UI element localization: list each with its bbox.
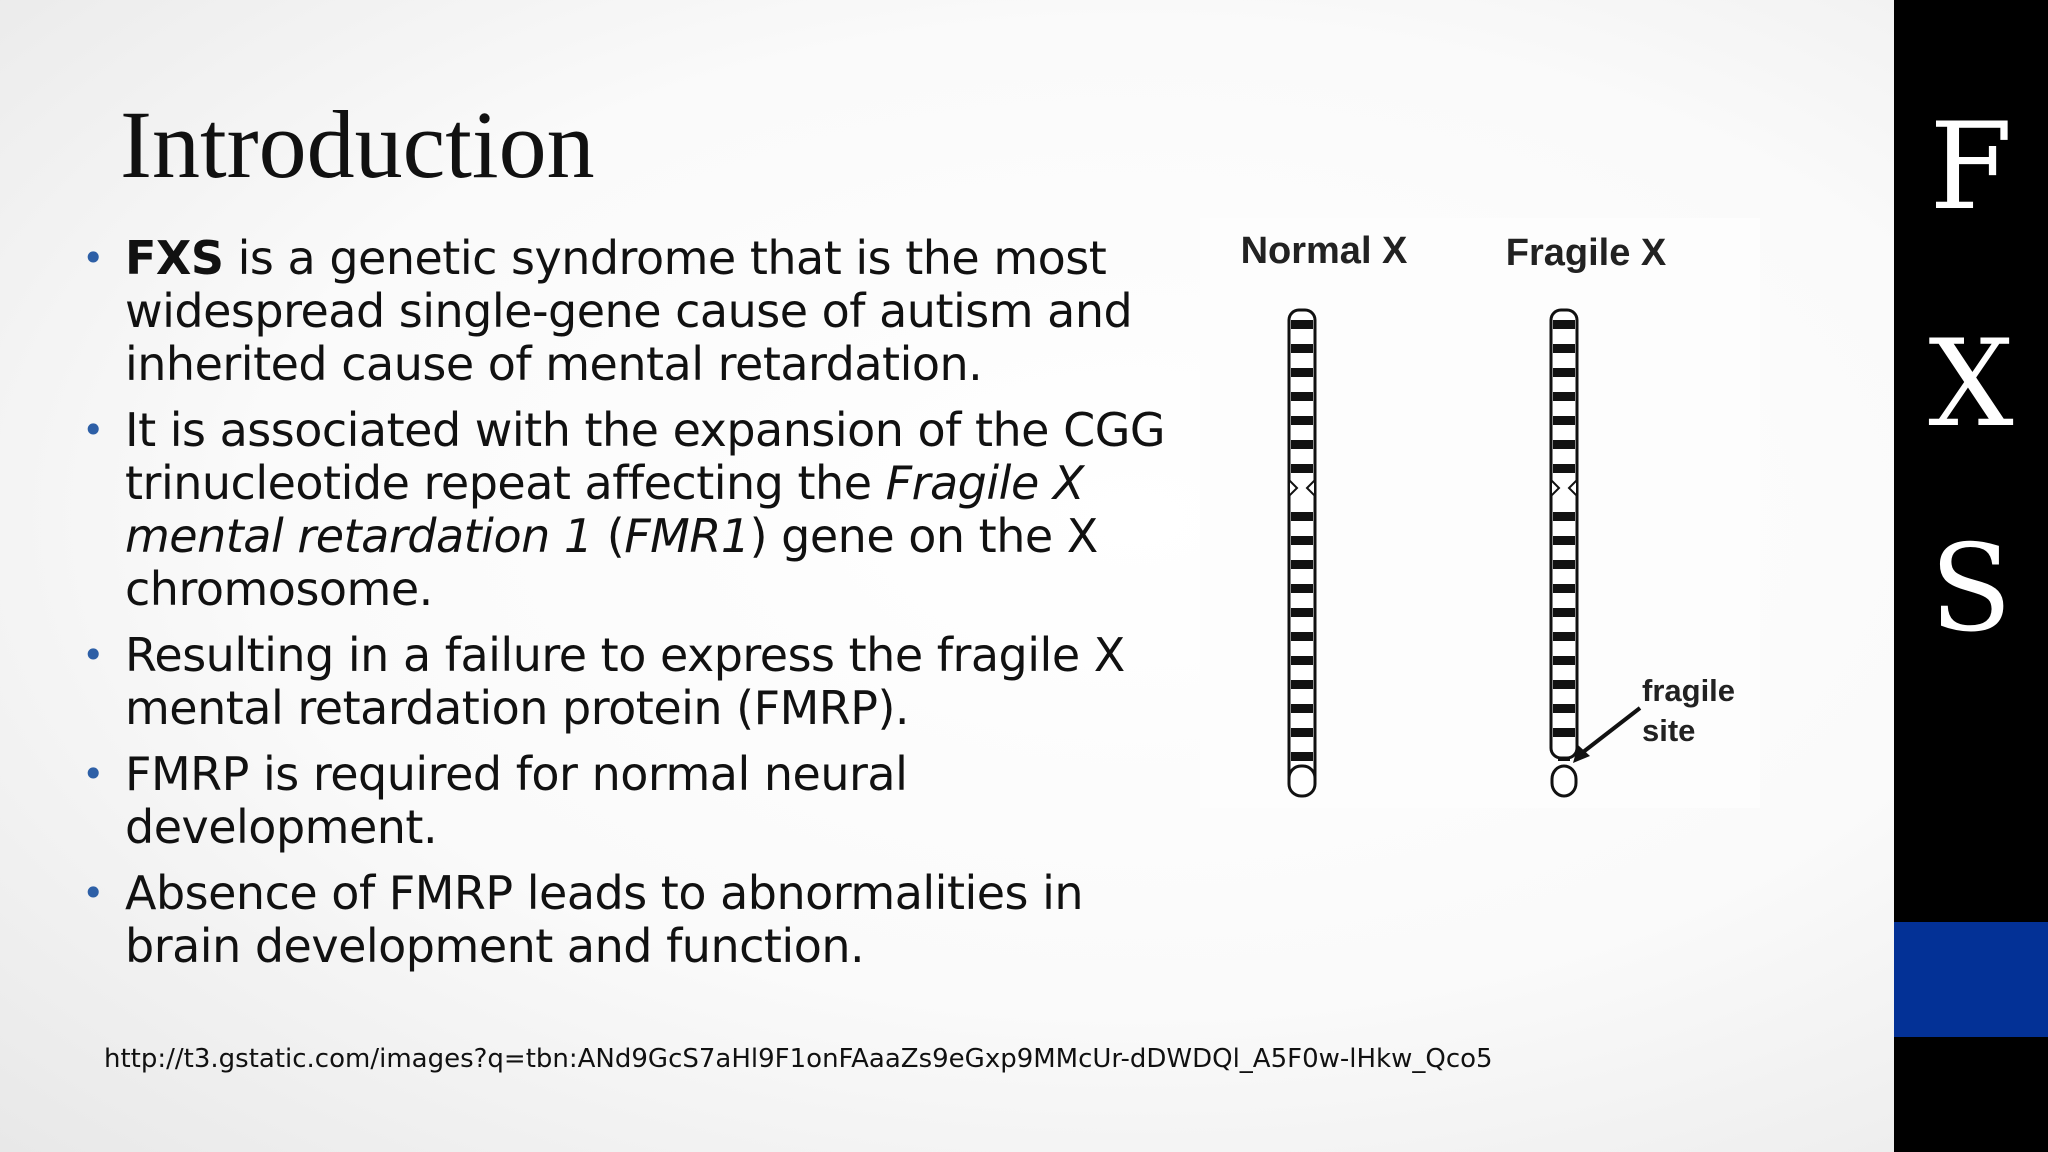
- chromosome-band: [1553, 464, 1575, 473]
- slide: Introduction • FXS is a genetic syndrome …: [0, 0, 1894, 1152]
- normal-x-chromosome: [1287, 308, 1317, 798]
- bullet-text: is a genetic syndrome that is the most w…: [125, 231, 1133, 391]
- chromosome-band: [1291, 320, 1313, 329]
- chromosome-band: [1553, 344, 1575, 353]
- chromosome-band: [1291, 608, 1313, 617]
- bullet-dot: •: [82, 752, 104, 796]
- chromosome-band: [1291, 368, 1313, 377]
- sidebar-accent-block: [1894, 922, 2048, 1037]
- bullet-dot: •: [82, 871, 104, 915]
- sidebar-letter-x: X: [1928, 315, 2014, 454]
- sidebar-letter-s: S: [1929, 520, 2013, 659]
- bullet-item: • It is associated with the expansion of…: [82, 404, 1192, 616]
- chromosome-band: [1553, 680, 1575, 689]
- chromosome-band: [1291, 560, 1313, 569]
- chromosome-band: [1291, 440, 1313, 449]
- chromosome-band: [1553, 320, 1575, 329]
- chromosome-tip: [1287, 764, 1317, 798]
- bullet-list: • FXS is a genetic syndrome that is the m…: [82, 232, 1192, 986]
- chromosome-band: [1553, 608, 1575, 617]
- chromosome-band: [1553, 632, 1575, 641]
- chromosome-band: [1553, 536, 1575, 545]
- bullet-text: Resulting in a failure to express the fr…: [125, 628, 1125, 735]
- bullet-text: It is associated with the expansion of t…: [125, 403, 1166, 510]
- sidebar-letter-f: F: [1929, 98, 2013, 237]
- chromosome-band: [1553, 728, 1575, 737]
- chromosome-band: [1291, 464, 1313, 473]
- chromosome-band: [1291, 704, 1313, 713]
- bullet-dot: •: [82, 408, 104, 452]
- bullet-item: • FXS is a genetic syndrome that is the m…: [82, 232, 1192, 391]
- chromosome-band: [1553, 704, 1575, 713]
- annotation-arrow-line: [1576, 706, 1642, 758]
- annotation-site: site: [1642, 713, 1695, 748]
- chromosome-band: [1291, 512, 1313, 521]
- bullet-dot: •: [82, 236, 104, 280]
- chromosome-band: [1291, 584, 1313, 593]
- chromosome-band: [1291, 656, 1313, 665]
- chromosome-band: [1291, 728, 1313, 737]
- chromosome-band: [1553, 656, 1575, 665]
- chromosome-band: [1291, 392, 1313, 401]
- chromosome-band: [1553, 440, 1575, 449]
- bullet-item: • Resulting in a failure to express the …: [82, 629, 1192, 735]
- bullet-dot: •: [82, 633, 104, 677]
- source-url: http://t3.gstatic.com/images?q=tbn:ANd9G…: [104, 1044, 1493, 1074]
- chromosome-band: [1553, 512, 1575, 521]
- chromosome-band: [1291, 752, 1313, 761]
- fragile-x-chromosome: [1549, 308, 1579, 798]
- chromosome-band: [1553, 368, 1575, 377]
- bullet-text: (: [592, 509, 625, 563]
- bullet-text: Fragile X mental retardation 1: [125, 456, 1084, 563]
- centromere-notch: [1288, 477, 1299, 499]
- chromosome-figure: Normal X Fragile X fragile site: [1200, 218, 1760, 808]
- bullet-text: ) gene on the X chromosome.: [125, 509, 1098, 616]
- bullet-item: • FMRP is required for normal neural dev…: [82, 748, 1192, 854]
- chromosome-outline: [1287, 308, 1317, 788]
- chromosome-band: [1553, 392, 1575, 401]
- sidebar: F X S: [1894, 0, 2048, 1152]
- fragile-x-label: Fragile X: [1506, 232, 1667, 274]
- chromosome-band: [1553, 584, 1575, 593]
- chromosome-band: [1553, 416, 1575, 425]
- chromosome-band: [1553, 560, 1575, 569]
- slide-title: Introduction: [120, 91, 595, 198]
- bullet-item: • Absence of FMRP leads to abnormalities …: [82, 867, 1192, 973]
- chromosome-band: [1291, 680, 1313, 689]
- fragile-tip: [1550, 764, 1578, 798]
- chromosome-band: [1291, 344, 1313, 353]
- bullet-text: FMRP is required for normal neural devel…: [125, 747, 908, 854]
- centromere-notch: [1567, 477, 1578, 499]
- bullet-text: Absence of FMRP leads to abnormalities i…: [125, 866, 1084, 973]
- chromosome-outline: [1549, 308, 1579, 760]
- chromosome-band: [1291, 416, 1313, 425]
- bullet-text: FXS: [125, 231, 224, 285]
- chromosome-band: [1291, 632, 1313, 641]
- annotation-arrow-head: [1573, 745, 1590, 763]
- chromosome-band: [1291, 536, 1313, 545]
- centromere-notch: [1305, 477, 1316, 499]
- annotation-fragile: fragile: [1642, 673, 1735, 708]
- centromere-notch: [1550, 477, 1561, 499]
- bullet-text: FMR1: [624, 509, 750, 563]
- normal-x-label: Normal X: [1241, 230, 1408, 272]
